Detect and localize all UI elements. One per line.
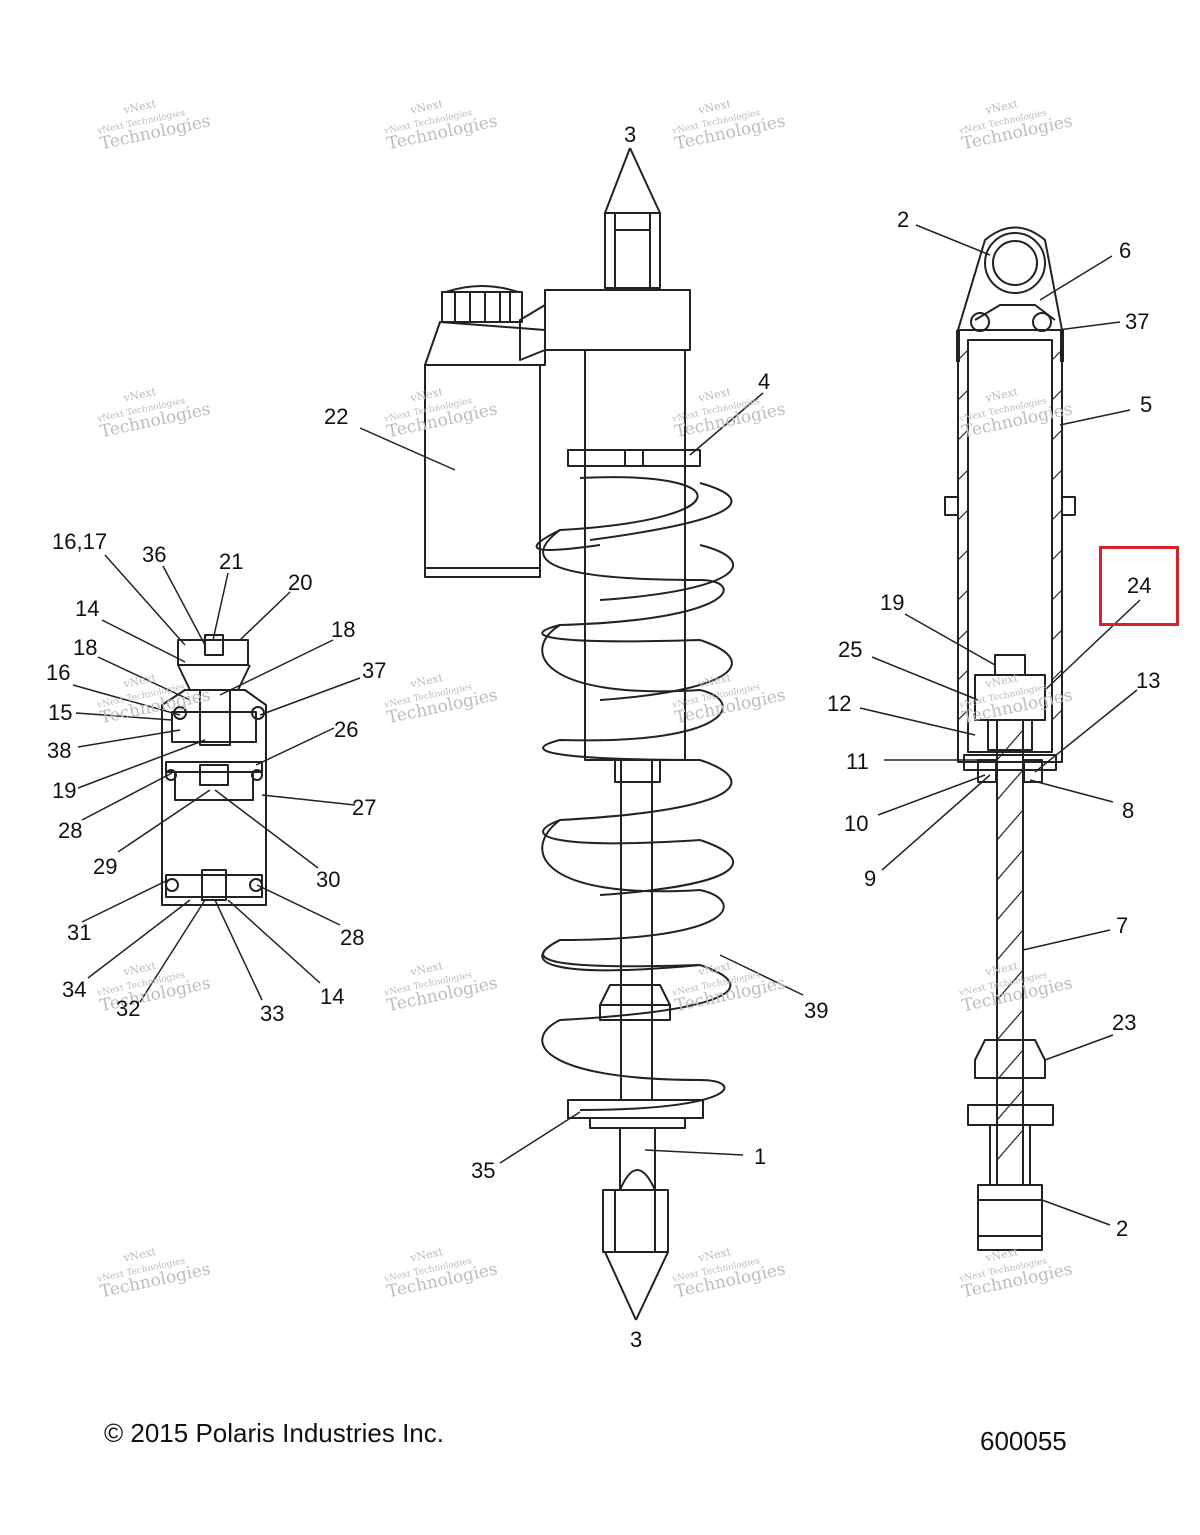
callout-5[interactable]: 5 xyxy=(1140,392,1152,417)
callout-11[interactable]: 11 xyxy=(846,749,869,774)
watermark: vNext vNext Technologies Technologies xyxy=(670,671,787,728)
svg-text:vNext: vNext xyxy=(983,959,1020,979)
callout-38[interactable]: 38 xyxy=(47,738,71,763)
callout-2-bottom[interactable]: 2 xyxy=(1116,1216,1128,1241)
svg-text:vNext: vNext xyxy=(696,1245,733,1265)
callout-24[interactable]: 24 xyxy=(1127,573,1151,598)
callout-6[interactable]: 6 xyxy=(1119,238,1131,263)
callout-20[interactable]: 20 xyxy=(288,570,312,595)
callout-36[interactable]: 36 xyxy=(142,542,166,567)
copyright-text: © 2015 Polaris Industries Inc. xyxy=(104,1418,444,1448)
callout-27[interactable]: 27 xyxy=(352,795,376,820)
leader-lines xyxy=(72,224,1141,1226)
callout-14-bottom[interactable]: 14 xyxy=(320,984,344,1009)
svg-text:vNext: vNext xyxy=(983,97,1020,117)
callout-3-bottom[interactable]: 3 xyxy=(630,1327,642,1352)
svg-text:vNext: vNext xyxy=(121,671,158,691)
watermark: vNext vNext Technologies Technologies xyxy=(382,959,499,1016)
callout-30[interactable]: 30 xyxy=(316,867,340,892)
callout-12[interactable]: 12 xyxy=(827,691,851,716)
callout-15[interactable]: 15 xyxy=(48,700,72,725)
callout-21[interactable]: 21 xyxy=(219,549,243,574)
svg-text:vNext: vNext xyxy=(408,97,445,117)
callout-39[interactable]: 39 xyxy=(804,998,828,1023)
callout-2-top[interactable]: 2 xyxy=(897,207,909,232)
callout-34[interactable]: 34 xyxy=(62,977,86,1002)
watermark: vNext vNext Technologies Technologies xyxy=(957,671,1074,728)
callout-1[interactable]: 1 xyxy=(754,1144,766,1169)
callout-16-17[interactable]: 16,17 xyxy=(52,529,107,554)
svg-text:vNext: vNext xyxy=(983,385,1020,405)
left-reservoir-section xyxy=(161,634,267,906)
callout-16[interactable]: 16 xyxy=(46,660,70,685)
diagram-number: 600055 xyxy=(980,1426,1067,1456)
svg-text:vNext: vNext xyxy=(696,959,733,979)
svg-text:vNext: vNext xyxy=(408,671,445,691)
callout-3-top[interactable]: 3 xyxy=(624,122,636,147)
svg-text:vNext: vNext xyxy=(696,97,733,117)
callout-14-top[interactable]: 14 xyxy=(75,596,99,621)
callout-labels: 3 22 4 39 35 1 3 2 6 37 5 24 19 25 12 13… xyxy=(46,122,1160,1352)
callout-31[interactable]: 31 xyxy=(67,920,91,945)
callout-9[interactable]: 9 xyxy=(864,866,876,891)
callout-19-right[interactable]: 19 xyxy=(880,590,904,615)
svg-text:vNext: vNext xyxy=(983,671,1020,691)
callout-37-left[interactable]: 37 xyxy=(362,658,386,683)
watermark: vNext vNext Technologies Technologies xyxy=(95,1245,212,1302)
svg-text:vNext: vNext xyxy=(121,1245,158,1265)
callout-7[interactable]: 7 xyxy=(1116,913,1128,938)
watermark: vNext vNext Technologies Technologies xyxy=(382,671,499,728)
callout-28-right[interactable]: 28 xyxy=(340,925,364,950)
watermark: vNext vNext Technologies Technologies xyxy=(382,1245,499,1302)
svg-text:vNext: vNext xyxy=(696,671,733,691)
callout-25[interactable]: 25 xyxy=(838,637,862,662)
callout-18-right[interactable]: 18 xyxy=(331,617,355,642)
callout-13[interactable]: 13 xyxy=(1136,668,1160,693)
callout-28-left[interactable]: 28 xyxy=(58,818,82,843)
svg-text:vNext: vNext xyxy=(983,1245,1020,1265)
right-shock-section xyxy=(944,226,1076,1251)
callout-4[interactable]: 4 xyxy=(758,369,770,394)
svg-text:vNext: vNext xyxy=(121,959,158,979)
svg-text:vNext: vNext xyxy=(408,1245,445,1265)
callout-33[interactable]: 33 xyxy=(260,1001,284,1026)
callout-8[interactable]: 8 xyxy=(1122,798,1134,823)
callout-19-left[interactable]: 19 xyxy=(52,778,76,803)
callout-37-right[interactable]: 37 xyxy=(1125,309,1149,334)
watermark: vNext vNext Technologies Technologies xyxy=(957,385,1074,442)
watermark: vNext vNext Technologies Technologies xyxy=(670,97,787,154)
callout-35[interactable]: 35 xyxy=(471,1158,495,1183)
svg-text:vNext: vNext xyxy=(408,385,445,405)
svg-text:vNext: vNext xyxy=(121,385,158,405)
callout-10[interactable]: 10 xyxy=(844,811,868,836)
watermark: vNext vNext Technologies Technologies xyxy=(382,97,499,154)
watermark-grid: vNext vNext Technologies Technologies vN… xyxy=(95,97,1074,1302)
watermark: vNext vNext Technologies Technologies xyxy=(95,97,212,154)
watermark: vNext vNext Technologies Technologies xyxy=(95,959,212,1016)
center-shock-assembly xyxy=(424,147,734,1321)
watermark: vNext vNext Technologies Technologies xyxy=(957,1245,1074,1302)
watermark: vNext vNext Technologies Technologies xyxy=(957,959,1074,1016)
callout-22[interactable]: 22 xyxy=(324,404,348,429)
watermark: vNext vNext Technologies Technologies xyxy=(957,97,1074,154)
callout-18-left[interactable]: 18 xyxy=(73,635,97,660)
callout-26[interactable]: 26 xyxy=(334,717,358,742)
svg-text:vNext: vNext xyxy=(696,385,733,405)
svg-text:vNext: vNext xyxy=(408,959,445,979)
watermark: vNext vNext Technologies Technologies xyxy=(670,1245,787,1302)
callout-23[interactable]: 23 xyxy=(1112,1010,1136,1035)
callout-29[interactable]: 29 xyxy=(93,854,117,879)
watermark: vNext vNext Technologies Technologies xyxy=(382,385,499,442)
highlight-box xyxy=(1099,546,1179,626)
callout-32[interactable]: 32 xyxy=(116,996,140,1021)
watermark: vNext vNext Technologies Technologies xyxy=(670,959,787,1016)
watermark: vNext vNext Technologies Technologies xyxy=(95,385,212,442)
svg-text:vNext: vNext xyxy=(121,97,158,117)
